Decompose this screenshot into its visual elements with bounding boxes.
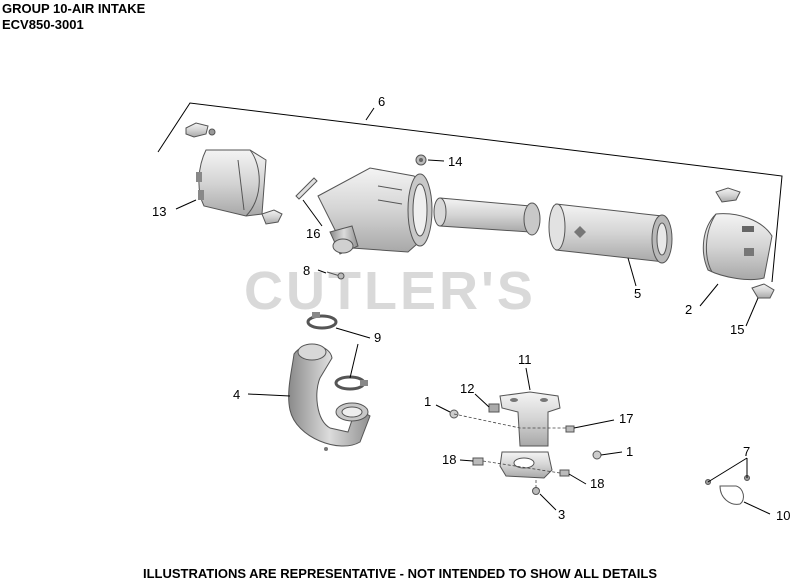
air-cleaner-housing: [317, 167, 433, 255]
outer-filter-part: [548, 203, 673, 264]
bolt-part: [565, 425, 575, 433]
cover-part: [702, 213, 773, 281]
bolt-part: [559, 469, 570, 477]
wing-nut-part: [415, 154, 427, 166]
clip-part: [261, 209, 283, 225]
gasket-part: [295, 177, 318, 200]
callout-16: 16: [306, 226, 320, 241]
callout-17: 17: [619, 411, 633, 426]
mounting-bracket-part: [499, 391, 561, 479]
screw-part: [592, 450, 602, 460]
callout-2: 2: [685, 302, 692, 317]
callout-10: 10: [776, 508, 790, 523]
assembly-boundary: [157, 102, 783, 283]
callout-18: 18: [590, 476, 604, 491]
alignment-line: [482, 460, 561, 474]
callout-12: 12: [460, 381, 474, 396]
callout-6: 6: [378, 94, 385, 109]
callout-8: 8: [303, 263, 310, 278]
clip-part: [751, 283, 775, 299]
callout-13: 13: [152, 204, 166, 219]
disclaimer-footer: ILLUSTRATIONS ARE REPRESENTATIVE - NOT I…: [143, 566, 657, 581]
clip-part: [185, 122, 216, 138]
bolt-part: [488, 403, 500, 413]
callout-7: 7: [743, 444, 750, 459]
callout-1: 1: [424, 394, 431, 409]
callout-1: 1: [626, 444, 633, 459]
callout-14: 14: [448, 154, 462, 169]
callout-15: 15: [730, 322, 744, 337]
leader-lines: [175, 107, 771, 515]
callout-11: 11: [518, 352, 532, 367]
watermark-text: CUTLER'S: [244, 261, 536, 321]
screw-part: [326, 271, 345, 280]
group-title: GROUP 10-AIR INTAKE: [2, 1, 146, 16]
alignment-line: [453, 413, 566, 429]
inner-filter-part: [433, 197, 541, 236]
hose-clamp-part: [306, 312, 338, 330]
callout-3: 3: [558, 507, 565, 522]
hose-clamp-part: [334, 375, 368, 391]
clip-part: [715, 187, 741, 203]
bolt-part: [472, 457, 484, 466]
callout-18: 18: [442, 452, 456, 467]
nut-part: [532, 487, 540, 495]
model-code: ECV850-3001: [2, 17, 84, 32]
callout-4: 4: [233, 387, 240, 402]
callout-5: 5: [634, 286, 641, 301]
callout-9: 9: [374, 330, 381, 345]
intake-hose-part: [288, 343, 371, 451]
precleaner-part: [196, 149, 267, 217]
